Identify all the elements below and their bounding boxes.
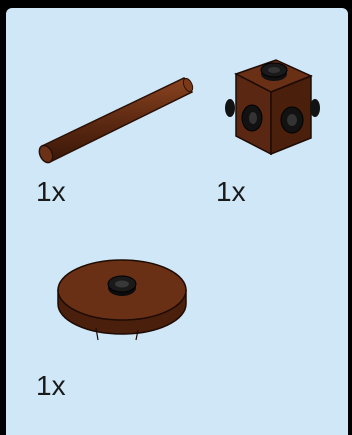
part-quantity-bar: 1x (36, 178, 66, 206)
part-item-bar (34, 74, 204, 174)
brick-1x1-studs-icon (216, 52, 326, 162)
parts-list-panel: 1x (6, 8, 348, 435)
bar-icon (34, 74, 204, 174)
part-quantity-brick: 1x (216, 178, 246, 206)
round-plate-2x2-icon (52, 250, 192, 350)
part-item-brick (216, 52, 326, 162)
part-quantity-round-plate: 1x (36, 372, 66, 400)
part-item-round-plate (52, 250, 192, 350)
